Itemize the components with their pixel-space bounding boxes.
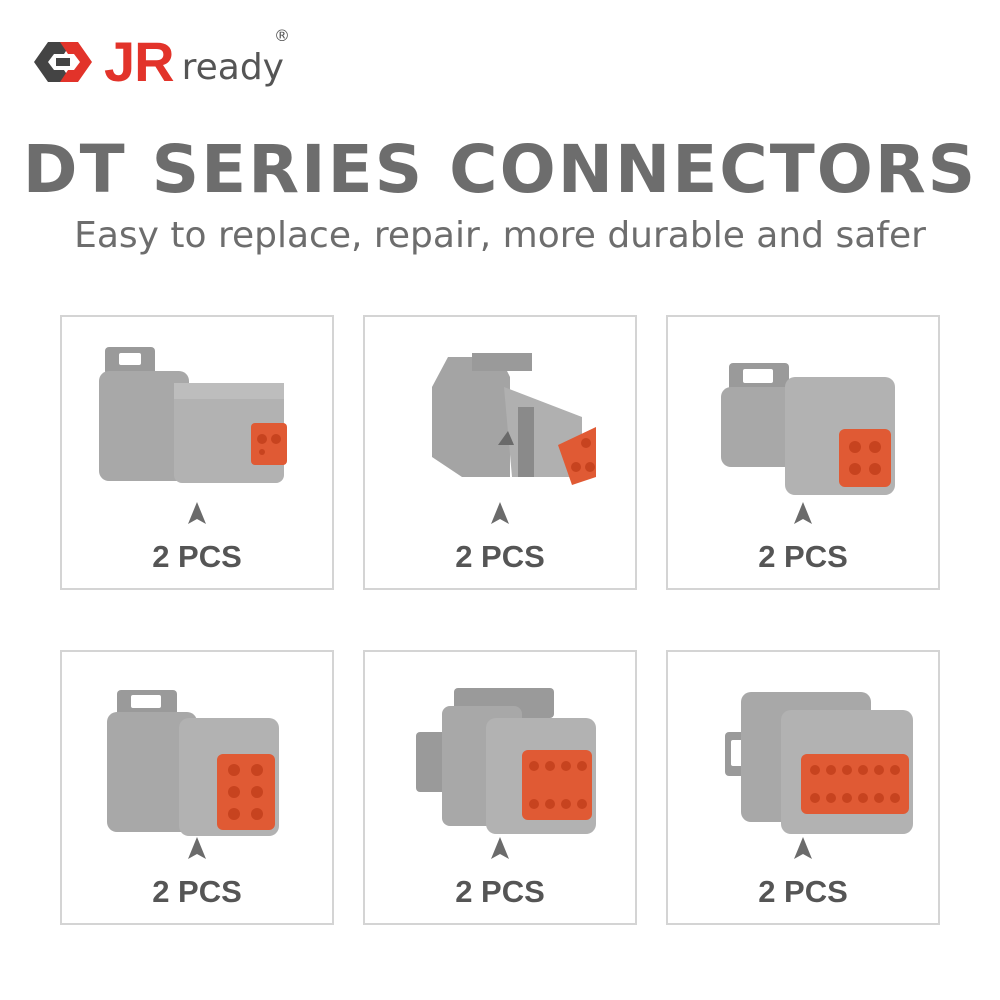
dt-12pin-connector-icon: [725, 692, 913, 834]
product-card-4pin: 2 PCS: [666, 315, 940, 590]
arrow-up-icon: [491, 837, 509, 859]
page-subtitle: Easy to replace, repair, more durable an…: [74, 215, 926, 256]
arrow-up-icon: [794, 502, 812, 524]
dt-6pin-connector-icon: [107, 690, 279, 836]
arrow-up-icon: [794, 837, 812, 859]
quantity-label: 2 PCS: [152, 874, 242, 909]
brand-name-jr: JR: [104, 30, 175, 93]
dt-4pin-connector-icon: [721, 363, 895, 495]
product-card-12pin: 2 PCS: [666, 650, 940, 925]
quantity-label: 2 PCS: [758, 539, 848, 574]
product-card-3pin: 2 PCS: [363, 315, 637, 590]
dt-3pin-connector-icon: [432, 353, 596, 485]
quantity-label: 2 PCS: [758, 874, 848, 909]
quantity-label: 2 PCS: [152, 539, 242, 574]
product-card-2pin: 2 PCS: [60, 315, 334, 590]
dt-2pin-connector-icon: [99, 347, 287, 483]
quantity-label: 2 PCS: [455, 874, 545, 909]
arrow-up-icon: [491, 502, 509, 524]
dt-8pin-connector-icon: [416, 688, 596, 834]
page-title: DT SERIES CONNECTORS: [22, 131, 978, 208]
product-grid: 2 PCS 2 PCS: [60, 315, 940, 925]
registered-mark: ®: [274, 26, 290, 45]
arrow-up-icon: [188, 502, 206, 524]
product-card-8pin: 2 PCS: [363, 650, 637, 925]
jr-logo-mark-icon: [34, 42, 92, 82]
brand-logo: JR ready ®: [30, 24, 290, 93]
brand-name-ready: ready: [181, 47, 284, 88]
quantity-label: 2 PCS: [455, 539, 545, 574]
product-card-6pin: 2 PCS: [60, 650, 334, 925]
arrow-up-icon: [188, 837, 206, 859]
